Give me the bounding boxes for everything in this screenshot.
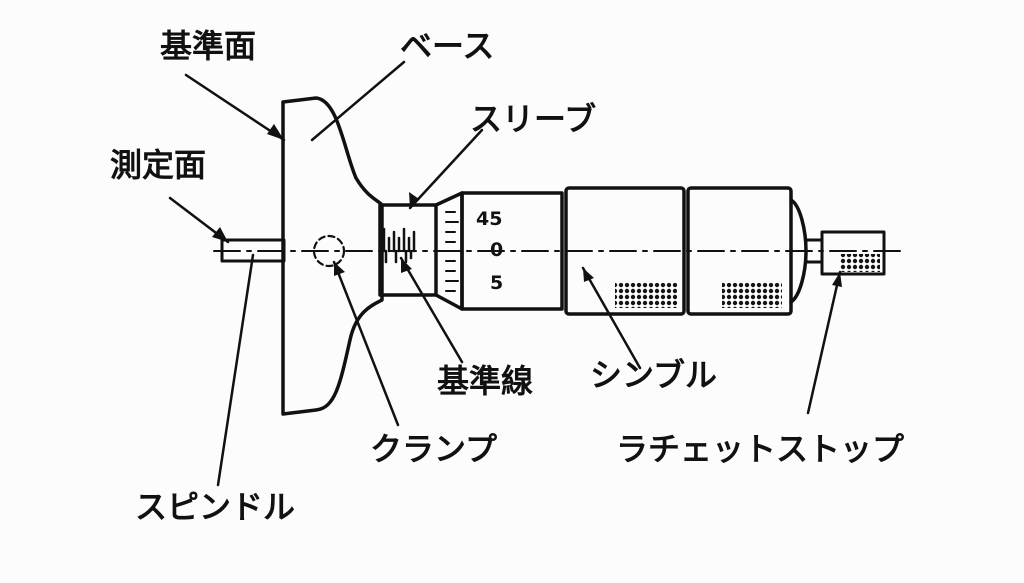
knurl-front: [615, 283, 677, 308]
ratchet-stop-body: [820, 230, 886, 276]
label-base: ベース: [400, 27, 494, 65]
label-spindle: スピンドル: [135, 488, 295, 526]
label-measuring-surface: 測定面: [110, 146, 206, 184]
label-ratchet-stop: ラチェットストップ: [616, 430, 905, 468]
knurl-rear: [722, 283, 782, 308]
leader-arrowheads: [212, 124, 842, 287]
thimble-scale-top: 45: [476, 208, 502, 230]
label-sleeve: スリーブ: [470, 100, 596, 138]
label-reference-line: 基準線: [437, 362, 533, 400]
label-reference-surface: 基準面: [160, 27, 256, 65]
thimble-body: [460, 191, 564, 311]
sleeve-graduations: [382, 227, 416, 264]
base-body: [281, 96, 384, 416]
thimble-scale-bottom: 5: [490, 272, 503, 294]
label-clamp: クランプ: [370, 430, 498, 468]
ratchet-knurl: [840, 254, 880, 272]
label-thimble: シンブル: [590, 356, 717, 394]
